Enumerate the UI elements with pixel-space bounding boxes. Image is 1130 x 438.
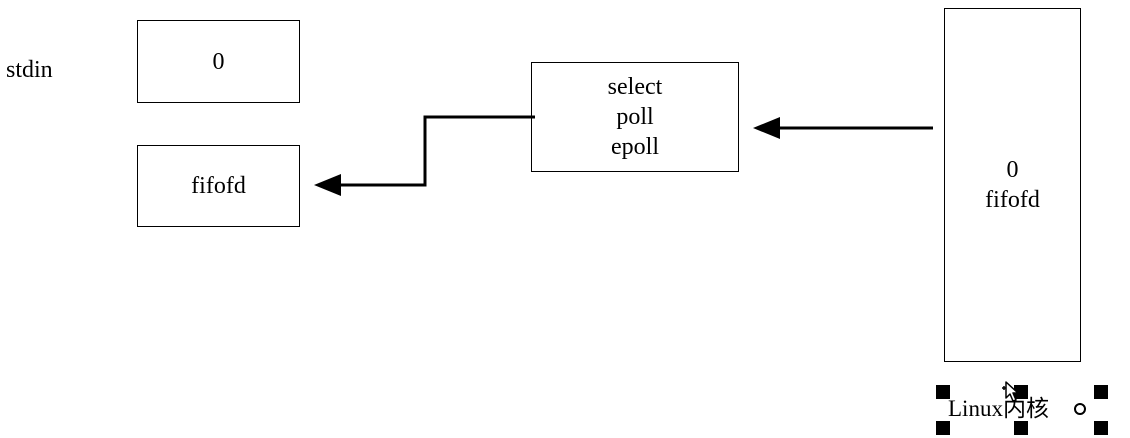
stdin-fd-text: 0: [212, 48, 225, 75]
selection-handle-top-right[interactable]: [1094, 385, 1108, 399]
multiplexer-to-fifofd-line: [340, 115, 535, 187]
kernel-caption[interactable]: Linux内核: [948, 396, 1049, 421]
multiplexer-line-select: select: [607, 74, 663, 100]
multiplexer-line-poll: poll: [616, 104, 654, 130]
multiplexer-box[interactable]: select poll epoll: [531, 62, 739, 172]
kernel-box[interactable]: 0 fifofd: [944, 8, 1081, 362]
selection-handle-top-mid[interactable]: [1014, 385, 1028, 399]
selection-handle-bottom-left[interactable]: [936, 421, 950, 435]
kernel-to-multiplexer-arrowhead: [753, 117, 780, 139]
multiplexer-line-epoll: epoll: [611, 134, 659, 160]
selection-handle-bottom-mid[interactable]: [1014, 421, 1028, 435]
stdin-label: stdin: [6, 57, 53, 83]
selection-handle-bottom-right[interactable]: [1094, 421, 1108, 435]
rotate-handle-icon[interactable]: [1074, 403, 1086, 415]
kernel-line-fifofd: fifofd: [985, 187, 1040, 213]
kernel-line-0: 0: [1006, 157, 1019, 183]
move-cursor-icon: [1002, 381, 1019, 402]
fifofd-box[interactable]: fifofd: [137, 145, 300, 227]
stdin-fd-box[interactable]: 0: [137, 20, 300, 103]
fifofd-text: fifofd: [191, 173, 246, 199]
selection-handle-top-left[interactable]: [936, 385, 950, 399]
multiplexer-to-fifofd-arrowhead: [314, 174, 341, 196]
